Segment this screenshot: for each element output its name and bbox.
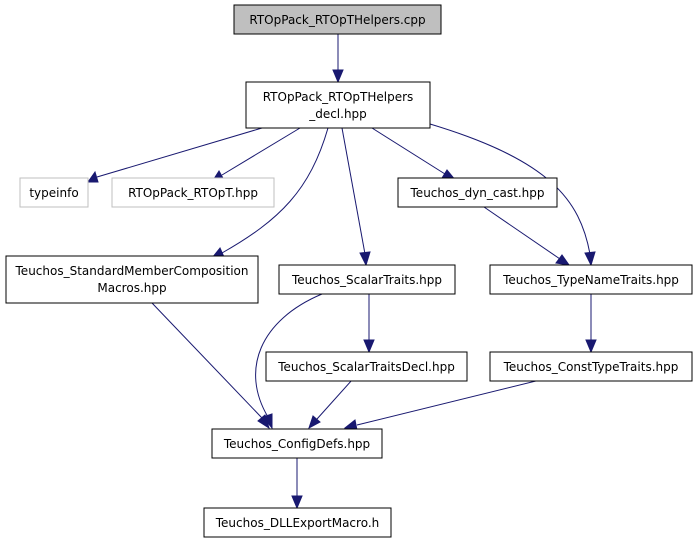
node-teuchos-typenametraits-hpp[interactable]: Teuchos_TypeNameTraits.hpp [489, 264, 693, 295]
node-typeinfo[interactable]: typeinfo [19, 177, 89, 208]
node-teuchos-scalartraits-hpp[interactable]: Teuchos_ScalarTraits.hpp [278, 264, 456, 295]
edge-stdmember-to-configdefs [151, 302, 270, 430]
node-teuchos-standardmembercomposition-macros-hpp[interactable]: Teuchos_StandardMemberComposition Macros… [5, 255, 259, 304]
node-rtoppack-rtopthelpers-cpp[interactable]: RTOpPack_RTOpTHelpers.cpp [233, 4, 442, 35]
edge-configdefs-to-dllexport [291, 458, 303, 510]
node-teuchos-dyn-cast-hpp[interactable]: Teuchos_dyn_cast.hpp [397, 177, 558, 208]
node-label-line1: Teuchos_StandardMemberComposition [15, 264, 249, 278]
node-label: Teuchos_dyn_cast.hpp [410, 186, 545, 200]
node-label-line2: Macros.hpp [97, 281, 166, 295]
node-teuchos-dllexportmacro-h[interactable]: Teuchos_DLLExportMacro.h [203, 507, 392, 538]
node-label-line2: _decl.hpp [308, 107, 367, 121]
node-label: Teuchos_ConfigDefs.hpp [223, 437, 370, 451]
node-teuchos-consttypetraits-hpp[interactable]: Teuchos_ConstTypeTraits.hpp [489, 351, 693, 382]
node-label: RTOpPack_RTOpT.hpp [128, 186, 258, 200]
edge-scalartraitsdecl-to-configdefs [308, 379, 353, 430]
edge-decl-to-dyncast [371, 127, 458, 182]
edge-root-to-decl [332, 34, 344, 84]
edge-decl-to-typeinfo [87, 127, 263, 183]
node-label: Teuchos_ConstTypeTraits.hpp [503, 360, 679, 374]
node-label: Teuchos_ScalarTraits.hpp [291, 273, 442, 287]
node-rtoppack-rtopthelpers-decl-hpp[interactable]: RTOpPack_RTOpTHelpers _decl.hpp [245, 81, 431, 129]
edge-dyncast-to-typenametraits [483, 206, 571, 266]
node-label-line1: RTOpPack_RTOpTHelpers [263, 90, 414, 104]
edge-decl-to-rtopt [210, 127, 301, 183]
node-rtoppack-rtopt-hpp[interactable]: RTOpPack_RTOpT.hpp [111, 177, 275, 208]
node-label: Teuchos_ScalarTraitsDecl.hpp [277, 360, 455, 374]
node-teuchos-scalartraitsdecl-hpp[interactable]: Teuchos_ScalarTraitsDecl.hpp [265, 351, 468, 382]
node-label: Teuchos_TypeNameTraits.hpp [502, 273, 679, 287]
edge-consttypetraits-to-configdefs [343, 379, 541, 431]
node-teuchos-configdefs-hpp[interactable]: Teuchos_ConfigDefs.hpp [211, 428, 383, 459]
edge-typenametraits-to-consttypetraits [585, 294, 597, 354]
edge-decl-to-scalartraits [341, 127, 371, 267]
edge-scalartraits-to-configdefs [255, 293, 323, 430]
node-label: Teuchos_DLLExportMacro.h [215, 516, 380, 530]
edge-scalartraits-to-scalartraitsdecl [363, 294, 375, 354]
node-label: typeinfo [29, 186, 78, 200]
node-label: RTOpPack_RTOpTHelpers.cpp [249, 13, 425, 27]
